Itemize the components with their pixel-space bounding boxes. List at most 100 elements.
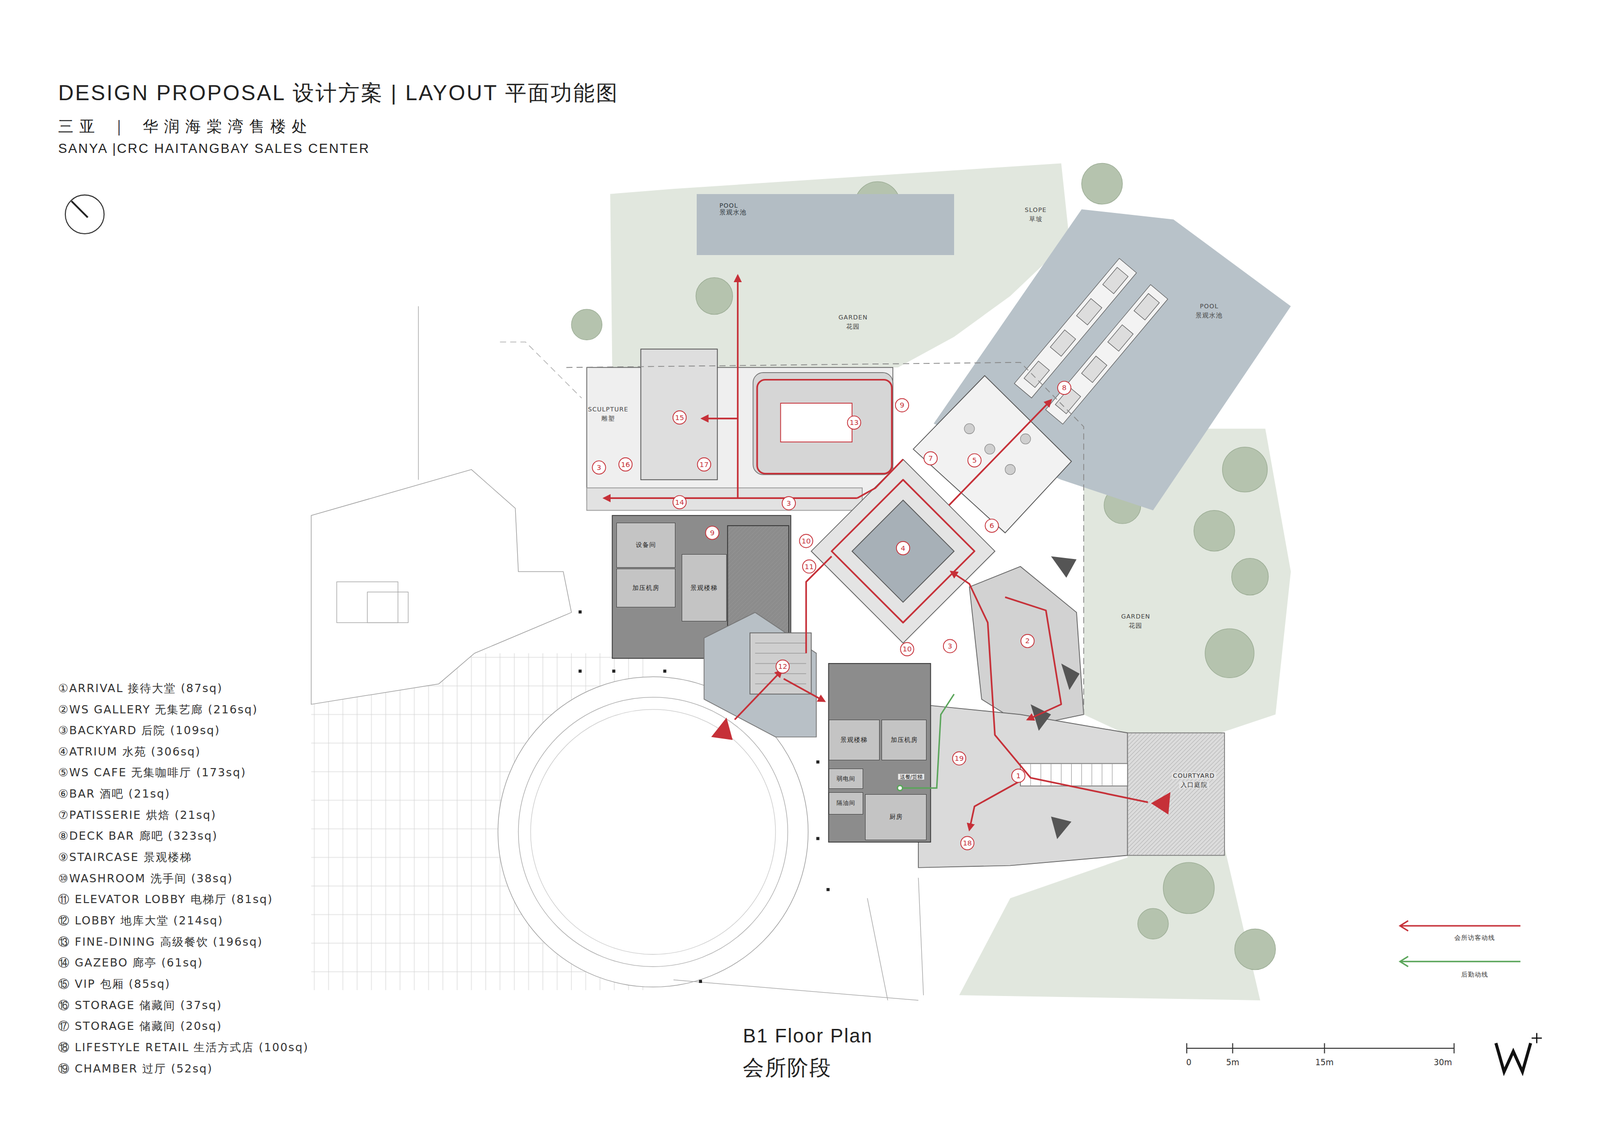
room-label: 景观楼梯 xyxy=(690,584,718,592)
logo-mark xyxy=(1495,1042,1531,1072)
site-context xyxy=(367,591,408,623)
room-key: ⑱ LIFESTYLE RETAIL 生活方式店 (100sq) xyxy=(58,1040,309,1054)
room-key: ⑩WASHROOM 洗手间 (38sq) xyxy=(58,871,233,885)
site-context xyxy=(311,469,572,704)
landscape xyxy=(1222,447,1268,493)
site-context xyxy=(699,979,703,983)
building xyxy=(1030,763,1113,786)
service-room: 景观楼梯 xyxy=(681,553,727,622)
callout-circle xyxy=(847,415,861,429)
callout-number: 3 xyxy=(786,498,792,508)
callout-circle xyxy=(900,642,914,656)
callout-number: 10 xyxy=(801,536,811,545)
room-label: 加压机房 xyxy=(632,584,660,592)
room-key: ⑪ ELEVATOR LOBBY 电梯厅 (81sq) xyxy=(58,892,273,906)
pool xyxy=(1045,284,1168,424)
visitor-route xyxy=(604,275,1149,830)
area-label: 花园 xyxy=(1128,622,1143,630)
legend-text: 会所访客动线 xyxy=(1454,934,1496,942)
room-key: ⑲ CHAMBER 过厅 (52sq) xyxy=(58,1061,213,1076)
site-context xyxy=(499,342,582,399)
entry-marker xyxy=(711,717,1171,815)
callout-circle xyxy=(1057,381,1071,395)
callout-circle xyxy=(782,496,796,510)
callout-circle xyxy=(592,381,1071,850)
callout-number: 13 xyxy=(849,418,859,427)
building xyxy=(1127,732,1225,855)
room-label: POOL xyxy=(719,202,739,210)
callout-circle xyxy=(592,460,606,474)
area-label: 送餐/货梯 xyxy=(898,773,925,780)
building xyxy=(586,487,863,510)
pool xyxy=(1102,267,1128,294)
callout-circle xyxy=(1020,634,1034,648)
page-title: DESIGN PROPOSAL 设计方案 | LAYOUT 平面功能图 xyxy=(58,80,619,106)
landscape xyxy=(1163,862,1214,913)
scale-label: 5m xyxy=(1226,1057,1240,1067)
room-key: ⑥BAR 酒吧 (21sq) xyxy=(58,787,171,801)
callout-number: 9 xyxy=(709,528,715,537)
site-context xyxy=(578,610,830,983)
callout-number: 7 xyxy=(928,453,933,463)
building xyxy=(1050,555,1077,578)
room-key: ⑭ GAZEBO 廊亭 (61sq) xyxy=(58,956,204,970)
callout-number: 3 xyxy=(596,463,601,472)
callout-circle xyxy=(802,559,816,573)
service-room: 景观楼梯 xyxy=(828,719,880,761)
site-context xyxy=(578,610,582,614)
landscape xyxy=(1081,163,1123,204)
service-room: 设备间 xyxy=(616,522,676,568)
visitor-route xyxy=(736,275,739,498)
room-key: ⑨STAIRCASE 景观楼梯 xyxy=(58,850,192,864)
subtitle: SANYA |CRC HAITANGBAY SALES CENTER xyxy=(58,140,370,157)
callout-number: 17 xyxy=(699,460,709,469)
site-context xyxy=(673,877,924,1001)
pool xyxy=(1081,356,1107,383)
callout-circle xyxy=(799,534,813,548)
callout-number: 6 xyxy=(989,521,994,530)
building xyxy=(1020,433,1031,444)
landscape xyxy=(1194,510,1235,552)
callout-circle xyxy=(967,453,981,467)
landscape xyxy=(695,277,733,315)
room-key: ⑮ VIP 包厢 (85sq) xyxy=(58,977,171,991)
legend-text: 后勤动线 xyxy=(1461,971,1489,979)
visitor-route xyxy=(702,417,738,419)
callout-number: 9 xyxy=(899,401,905,410)
room-key: ②WS GALLERY 无集艺廊 (216sq) xyxy=(58,702,258,717)
building xyxy=(780,403,853,442)
room-key: ⑰ STORAGE 储藏间 (20sq) xyxy=(58,1019,223,1033)
callout-circle xyxy=(985,518,999,532)
entry-marker xyxy=(1151,792,1171,815)
area-label: COURTYARD xyxy=(1171,772,1217,780)
room-key: ⑫ LOBBY 地库大堂 (214sq) xyxy=(58,913,224,928)
area-label: SCULPTURE xyxy=(587,405,629,413)
entry-marker xyxy=(711,717,733,740)
callout-circle xyxy=(705,525,719,539)
callout-circle xyxy=(960,836,974,850)
callout-number: 8 xyxy=(1061,383,1067,392)
plan-caption: B1 Floor Plan xyxy=(742,1024,873,1047)
building xyxy=(640,348,718,480)
callout-number: 10 xyxy=(902,644,913,654)
visitor-route xyxy=(969,780,1021,830)
service-route xyxy=(897,785,903,791)
room-label: 隔油间 xyxy=(836,799,856,807)
visitor-route xyxy=(734,670,782,720)
room-label: 弱电间 xyxy=(836,775,856,782)
north-arrow xyxy=(71,201,89,218)
callout-number: 16 xyxy=(620,460,630,469)
callout-number: 4 xyxy=(900,543,906,553)
room-key: ③BACKYARD 后院 (109sq) xyxy=(58,723,221,737)
area-label: 景观水池 xyxy=(1195,311,1223,319)
building xyxy=(984,443,995,454)
callout-circle xyxy=(952,751,966,765)
building xyxy=(703,612,817,737)
callout-number: 1 xyxy=(1016,771,1021,780)
building xyxy=(913,375,1072,533)
scale-label: 0 xyxy=(1186,1057,1192,1067)
room-key: ⑤WS CAFE 无集咖啡厅 (173sq) xyxy=(58,765,247,779)
area-label: 花园 xyxy=(846,323,860,331)
pool xyxy=(1024,360,1050,388)
